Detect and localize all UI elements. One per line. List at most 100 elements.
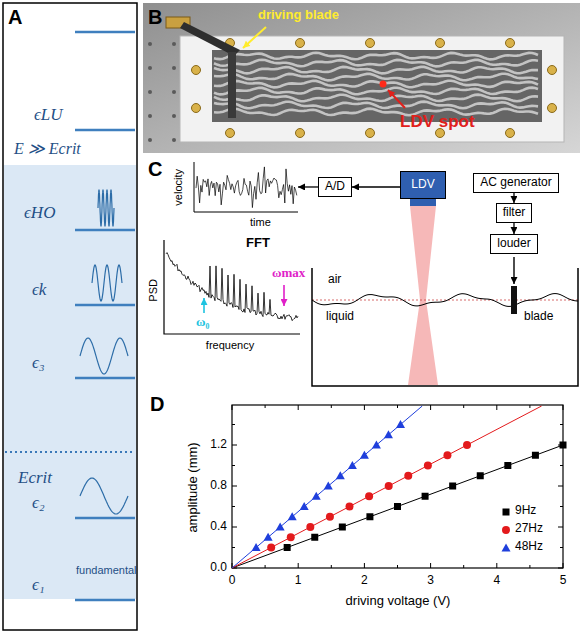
level-label: ϵ₂ (32, 493, 45, 513)
container (312, 268, 578, 386)
callout-label: LDV spot (400, 112, 475, 132)
data-point (311, 534, 318, 541)
energy-label: Ecrit (18, 468, 52, 488)
ldv-head: LDV (400, 171, 446, 199)
tick-label: 0 (229, 574, 236, 588)
callout-label: driving blade (258, 8, 339, 23)
blade-arm (180, 22, 240, 56)
tick-label: 1 (295, 574, 302, 588)
data-point (503, 509, 510, 516)
screw (548, 104, 557, 113)
energy-level (75, 517, 135, 520)
data-point (288, 512, 297, 520)
legend-label: 27Hz (515, 522, 543, 536)
fit-line (232, 406, 542, 568)
data-point (477, 472, 484, 479)
signal-wire (352, 186, 400, 187)
axis-tick (430, 563, 431, 568)
liquid-ripple (214, 88, 538, 95)
liquid-ripple (214, 109, 538, 116)
axis-tick (529, 565, 530, 568)
liquid-ripple (214, 60, 538, 67)
box-label: AC generator (480, 176, 551, 190)
axis-tick (232, 465, 235, 466)
data-point (396, 420, 405, 428)
axis-tick (560, 424, 563, 425)
instrument-box: A/D (318, 177, 352, 197)
axis-tick (265, 405, 266, 408)
tick-label: 0.4 (210, 520, 227, 534)
box-label: LDV (411, 178, 434, 192)
drive-arrow (513, 257, 514, 284)
region-label: air (328, 273, 341, 287)
liquid-ripple (214, 102, 538, 109)
leader-arrow (388, 90, 405, 108)
data-point (385, 482, 393, 490)
tick-label: 2 (361, 574, 368, 588)
axis-tick (496, 563, 497, 568)
data-point (284, 544, 291, 551)
axis-tick (298, 563, 299, 568)
axis-tick (331, 405, 332, 408)
data-point (346, 503, 354, 511)
signal-inset: velocitytime (192, 162, 298, 212)
data-point (306, 523, 314, 531)
tick-label: 0.8 (210, 479, 227, 493)
liquid-recess (212, 50, 542, 122)
panel-letter: B (148, 6, 162, 29)
box-label: A/D (325, 180, 345, 194)
laser-beam (408, 206, 438, 385)
data-point (504, 462, 511, 469)
screw (226, 129, 235, 138)
screw (192, 66, 201, 75)
instrument-box: louder (490, 234, 537, 254)
axis-tick (232, 424, 235, 425)
critical-divider (5, 451, 135, 453)
frequency-marker: ω₀ (196, 315, 209, 330)
screw (296, 39, 305, 48)
tick-label: 5 (560, 574, 567, 588)
axis-tick (397, 405, 398, 408)
table-hole (172, 66, 176, 70)
data-point (384, 430, 393, 438)
axis-tick (331, 565, 332, 568)
axis-tick (232, 445, 237, 446)
tick-label: 1.2 (210, 438, 227, 452)
leader-arrow (203, 298, 205, 313)
data-point (372, 441, 381, 449)
legend-label: 48Hz (515, 540, 543, 554)
frequency-marker: ωmax (272, 266, 305, 281)
data-point (404, 472, 412, 480)
plot-frame (232, 405, 563, 568)
mode-name: fundamental (76, 564, 137, 577)
data-point (326, 513, 334, 521)
data-point (422, 493, 429, 500)
table-hole (148, 90, 152, 94)
panel-letter: A (8, 6, 22, 29)
screw (548, 66, 557, 75)
screw (366, 39, 375, 48)
table-hole (148, 42, 152, 46)
axis-tick (563, 563, 564, 568)
data-point (287, 533, 295, 541)
velocity-signal (196, 167, 297, 208)
data-point (264, 533, 273, 541)
psd-spectrum (166, 253, 298, 321)
screw (366, 129, 375, 138)
axis-tick (265, 565, 266, 568)
axis-tick (560, 506, 563, 507)
data-point (300, 502, 309, 510)
axis-tick (397, 565, 398, 568)
axis-tick (560, 547, 563, 548)
fit-line (232, 445, 563, 568)
axis-tick (463, 405, 464, 408)
data-point (276, 523, 285, 531)
energy-level (75, 229, 135, 232)
table-hole (172, 114, 176, 118)
axis-tick (558, 568, 563, 569)
energy-level (75, 129, 135, 132)
axis-tick (558, 527, 563, 528)
energy-label: E ≫ Ecrit (14, 140, 81, 158)
